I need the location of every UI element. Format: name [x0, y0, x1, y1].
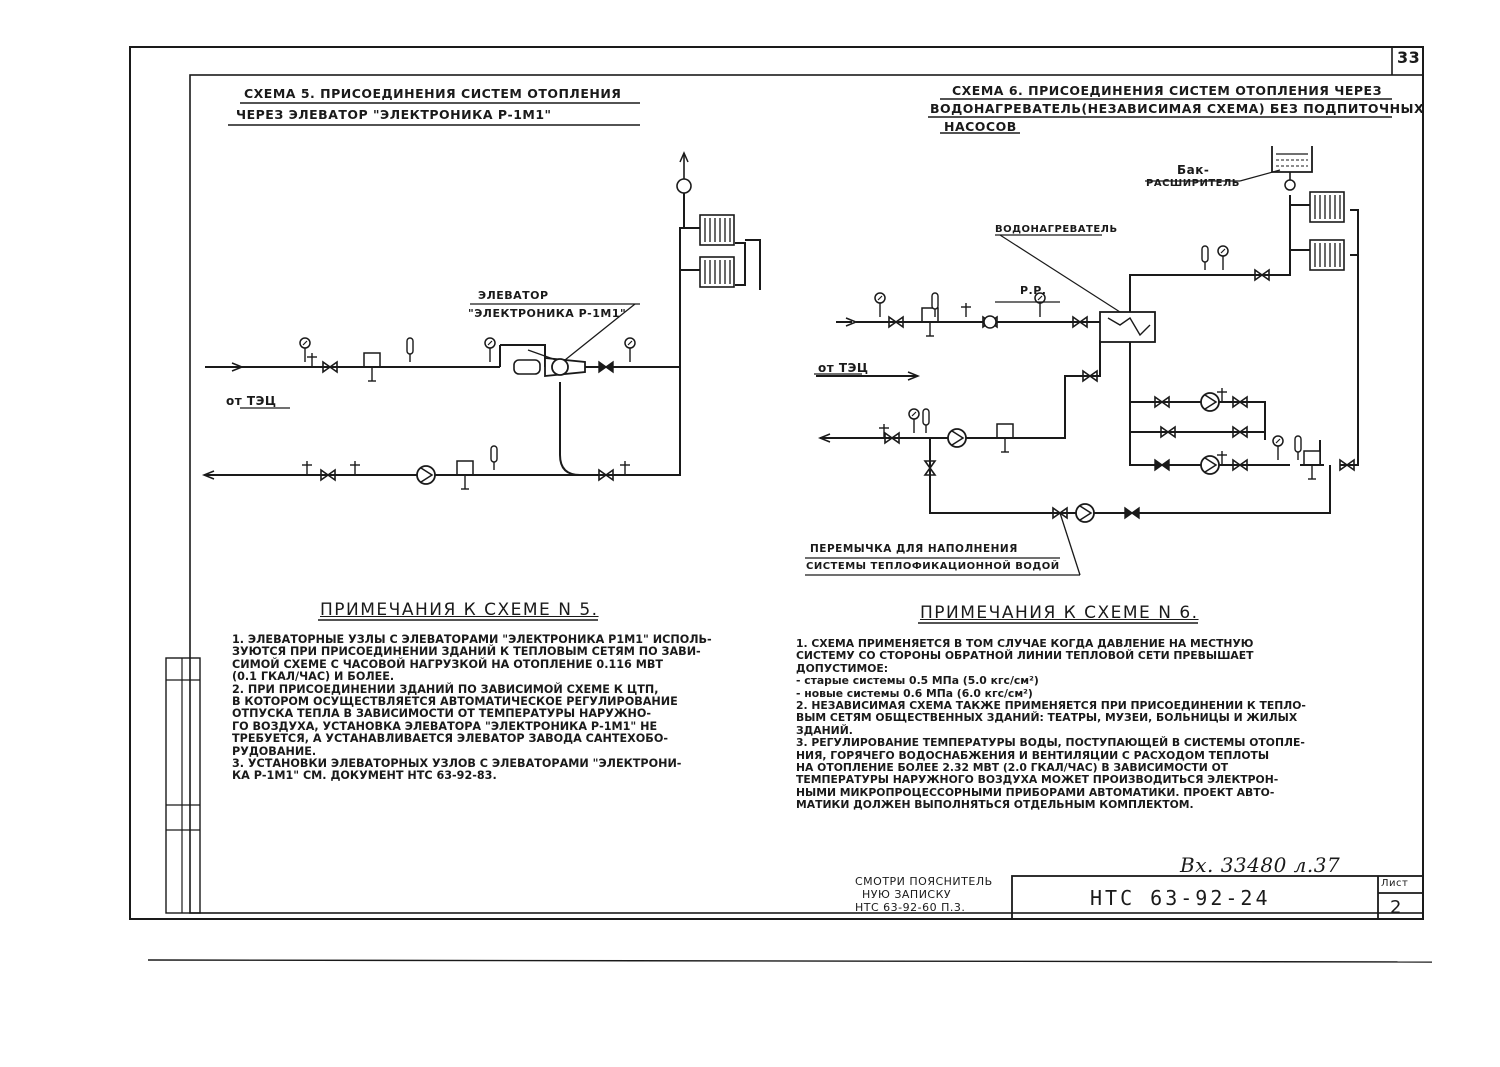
notes5-line: (0.1 Гкал/час) и более. — [232, 670, 395, 684]
heater-label: водонагреватель — [995, 224, 1118, 235]
notes6-line: 3. Регулирование температуры воды, посту… — [796, 736, 1305, 750]
scheme5-title-line2: через элеватор "Электроника Р-1М1" — [236, 107, 552, 122]
notes6-line: вым сетям общественных зданий: театры, м… — [796, 711, 1298, 725]
scheme6-fittings — [805, 146, 1355, 576]
drawing-frame — [129, 46, 1433, 963]
sheet-number: 2 — [1390, 897, 1402, 918]
notes5-line: в котором осуществляется автоматическое … — [232, 695, 678, 709]
sheet-label: Лист — [1381, 878, 1409, 889]
notes5-heading: Примечания к схеме N 5. — [320, 600, 599, 620]
notes5-line: ка Р-1М1" см. документ НТС 63-92-83. — [232, 769, 497, 783]
elevator-label-line2: "Электроника Р-1М1" — [468, 307, 627, 320]
page-number: 33 — [1397, 48, 1421, 67]
notes6-line: температуры наружного воздуха может прои… — [796, 773, 1279, 787]
notes5-line: требуется, а устанавливается элеватор за… — [232, 732, 668, 746]
elevator-label-line1: Элеватор — [478, 289, 549, 302]
notes6-line: матики должен выполняться отдельным комп… — [796, 798, 1194, 812]
bypass-label-line2: системы теплофикационной водой — [806, 561, 1060, 572]
notes6-line: ными микропроцессорными приборами автома… — [796, 785, 1275, 799]
scheme5-title-line1: Схема 5. присоединения систем отопления — [244, 86, 622, 101]
notes6-line: допустимое: — [796, 661, 889, 675]
notes5-line: зуются при присоединении зданий к теплов… — [232, 645, 701, 659]
scheme5-fittings — [240, 151, 735, 490]
scheme5-from-tets: от ТЭЦ — [226, 394, 277, 408]
stamp-note-line1: Смотри пояснитель — [855, 875, 993, 888]
notes5-line: го воздуха, установка элеватора "Электро… — [232, 719, 658, 733]
document-code: НТС 63-92-24 — [1090, 886, 1271, 910]
scheme6-title-line3: насосов — [944, 119, 1017, 134]
scheme6-title-line2: водонагреватель(независимая схема) без п… — [930, 101, 1425, 116]
notes6-line: на отопление более 2.32 МВт (2.0 Гкал/ча… — [796, 761, 1229, 775]
notes6-heading: Примечания к схеме N 6. — [920, 603, 1199, 623]
scheme6-diagram — [816, 195, 1359, 514]
notes5-body: 1. Элеваторные узлы с элеваторами "Элект… — [232, 633, 712, 783]
scheme5-diagram — [201, 190, 761, 480]
scheme6-from-tets: от ТЭЦ — [818, 361, 869, 375]
notes5-line: симой схеме с часовой нагрузкой на отопл… — [232, 657, 663, 671]
notes6-line: 2. Независимая схема также применяется п… — [796, 699, 1306, 713]
handwritten-registration: Вх. 33480 л.37 — [1180, 853, 1341, 877]
tank-label-line2: расширитель — [1146, 178, 1240, 189]
notes5-line: отпуска тепла в зависимости от температу… — [232, 707, 652, 721]
notes6-line: систему со стороны обратной линии теплов… — [796, 649, 1254, 663]
notes5-line: рудование. — [232, 744, 317, 758]
tank-label-line1: Бак- — [1177, 163, 1210, 177]
stamp-note-line3: НТС 63-92-60 п.3. — [855, 901, 966, 914]
regulator-label: Р.Р. — [1020, 284, 1047, 297]
notes5-line: 2. При присоединении зданий по зависимой… — [232, 682, 659, 696]
scheme6-title-line1: Схема 6. присоединения систем отопления … — [952, 83, 1382, 98]
title-block — [1011, 875, 1424, 920]
notes6-line: 1. Схема применяется в том случае когда … — [796, 637, 1254, 650]
notes6-line: ния, горячего водоснабжения и вентиляции… — [796, 748, 1270, 762]
notes6-body: 1. Схема применяется в том случае когда … — [796, 637, 1306, 812]
notes5-line: 3. Установки элеваторных узлов с элевато… — [232, 757, 682, 771]
stamp-note-line2: ную записку — [862, 888, 952, 901]
notes6-line: - старые системы 0.5 МПа (5.0 кгс/см²) — [796, 674, 1039, 688]
notes6-line: зданий. — [796, 723, 853, 737]
notes5-line: 1. Элеваторные узлы с элеваторами "Элект… — [232, 633, 712, 646]
notes6-line: - новые системы 0.6 МПа (6.0 кгс/см²) — [796, 686, 1033, 700]
bypass-label-line1: Перемычка для наполнения — [810, 543, 1018, 555]
title-underlines — [228, 98, 1392, 624]
